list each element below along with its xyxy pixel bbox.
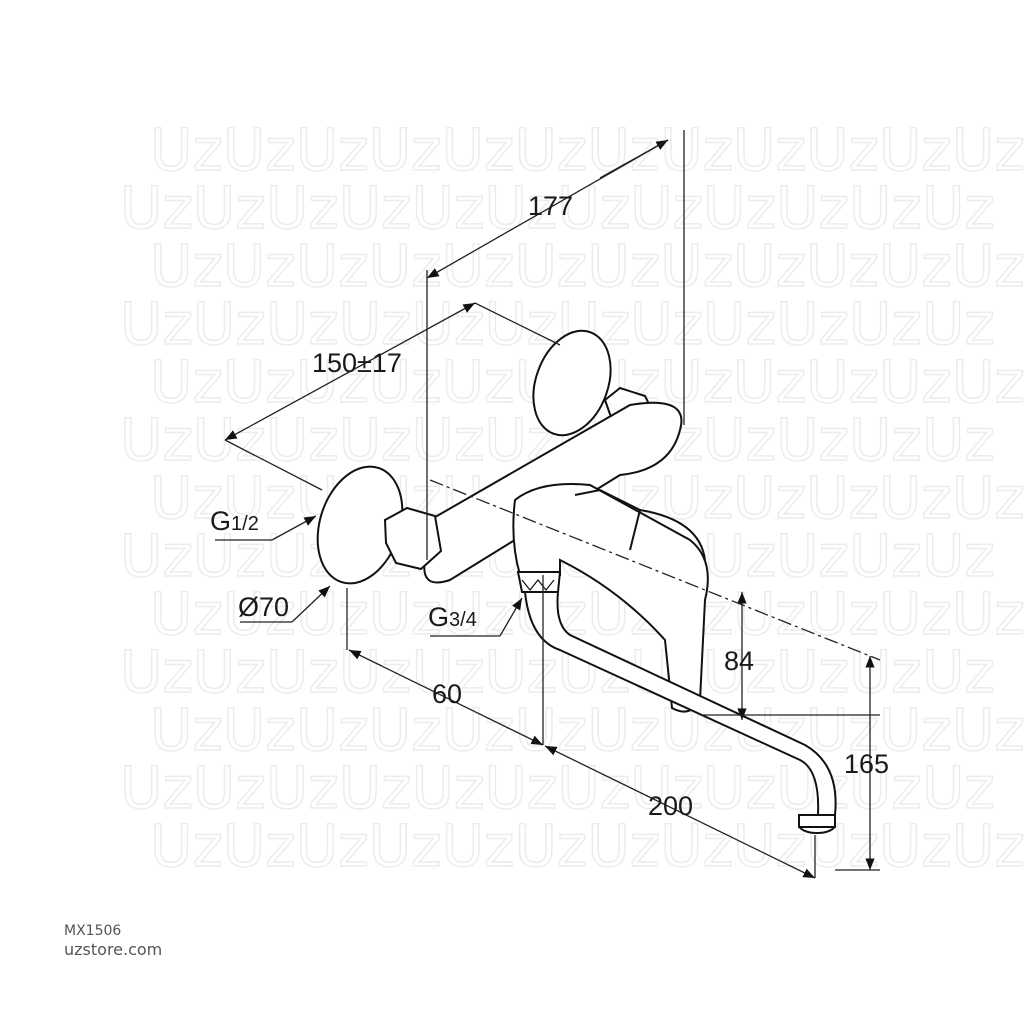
aerator-ring bbox=[798, 814, 836, 828]
watermark-row: UzUzUzUzUzUzUzUzUzUzUzUz bbox=[150, 812, 1024, 880]
dimension-200: 200 bbox=[648, 791, 693, 821]
product-code: MX1506 bbox=[64, 923, 122, 939]
dimension-lines bbox=[215, 130, 881, 879]
dimension-150: 150±17 bbox=[312, 348, 402, 378]
dimension-177: 177 bbox=[528, 191, 573, 221]
dimension-165: 165 bbox=[844, 749, 889, 779]
dimension-60: 60 bbox=[432, 679, 462, 709]
right-wall-flange bbox=[532, 329, 612, 437]
diameter-70-label: Ø70 bbox=[238, 592, 289, 622]
caption: MX1506 uzstore.com bbox=[64, 922, 162, 960]
dimension-84: 84 bbox=[724, 646, 754, 676]
left-nut bbox=[383, 506, 443, 571]
thread-g34-label: G3/4 bbox=[428, 602, 477, 632]
store-url: uzstore.com bbox=[64, 940, 163, 959]
thread-g12-label: G1/2 bbox=[210, 506, 259, 536]
watermark-row: UzUzUzUzUzUzUzUzUzUzUzUz bbox=[150, 580, 1024, 648]
